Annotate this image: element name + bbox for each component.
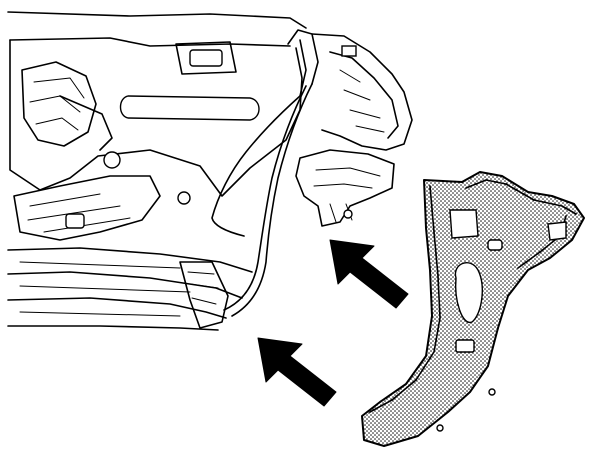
wheelhouse-arch bbox=[211, 95, 301, 237]
panel-flange-left bbox=[369, 185, 441, 413]
panel-pin-hole bbox=[488, 388, 496, 396]
pillar-flange bbox=[299, 39, 307, 97]
pillar-foot bbox=[179, 261, 229, 329]
sill-hatch bbox=[19, 261, 191, 317]
pillar-foot-detail bbox=[187, 271, 219, 305]
latch-mechanism bbox=[21, 61, 97, 147]
panel-flange-top bbox=[465, 179, 577, 215]
reinf-square-hole bbox=[65, 213, 85, 229]
center-bracket bbox=[175, 41, 237, 75]
wheelhouse-flange-inner bbox=[223, 85, 307, 311]
reinforcement-ribs bbox=[27, 193, 131, 233]
upper-panel-edge bbox=[7, 11, 307, 29]
panel-small-slot bbox=[487, 239, 503, 251]
replacement-panel bbox=[361, 171, 585, 447]
panel-top-notch bbox=[547, 221, 567, 241]
body-structure bbox=[7, 11, 413, 331]
bracket-web bbox=[329, 51, 399, 139]
panel-round-hole bbox=[103, 151, 121, 169]
arrow-icon bbox=[257, 337, 337, 407]
wheelhouse-flange-outer bbox=[231, 83, 313, 317]
mount-bolt-hole bbox=[343, 209, 353, 219]
mid-reinforcement bbox=[13, 175, 161, 241]
latch-arm bbox=[59, 95, 113, 151]
bracket-ribs bbox=[339, 69, 385, 133]
panel-lower-slot bbox=[455, 339, 475, 353]
latch-detail bbox=[29, 77, 85, 131]
sill-mid bbox=[7, 271, 243, 299]
inner-top-rail bbox=[9, 37, 291, 47]
bracket-slot bbox=[341, 45, 357, 57]
panel-square-opening bbox=[449, 209, 479, 239]
lower-mount-detail bbox=[313, 167, 381, 223]
oval-cutout bbox=[119, 95, 260, 121]
bracket-assembly bbox=[311, 33, 413, 151]
panel-oval-opening bbox=[454, 261, 483, 323]
sill-bottom bbox=[7, 325, 219, 331]
lower-mount bbox=[295, 149, 395, 227]
sill-top bbox=[7, 247, 253, 273]
reinf-round-hole bbox=[177, 191, 191, 205]
center-slot bbox=[189, 49, 223, 67]
sill-lower bbox=[7, 297, 227, 319]
panel-pin-hole bbox=[436, 424, 444, 432]
arrow-icon bbox=[329, 239, 409, 309]
